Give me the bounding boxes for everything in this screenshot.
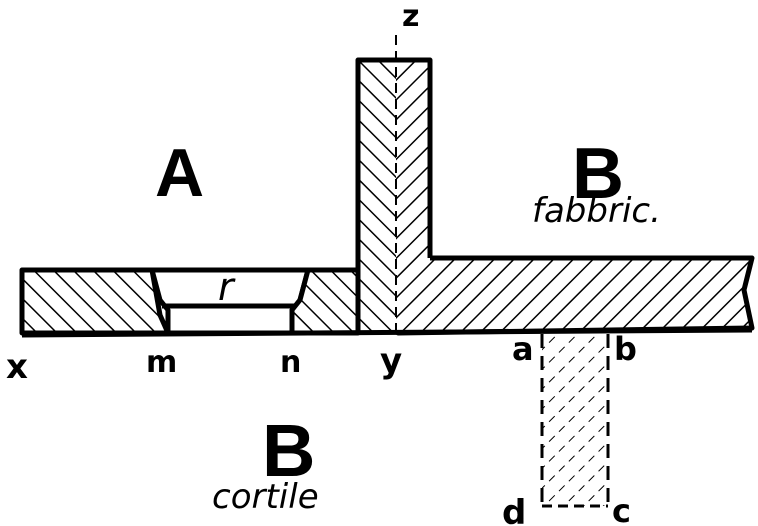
label-d: d — [502, 493, 526, 526]
label-fabbric: fabbric. — [532, 191, 661, 231]
label-region-b-bottom: B — [262, 409, 315, 492]
vertical-wall-left-half — [358, 60, 396, 333]
wall-baseline — [21, 327, 753, 338]
label-y: y — [380, 341, 402, 381]
label-b: b — [614, 330, 637, 368]
label-region-a: A — [155, 135, 204, 211]
label-x: x — [6, 347, 28, 387]
label-a: a — [512, 330, 534, 368]
wall-segment-left — [19, 267, 171, 336]
label-region-b-top: B — [572, 134, 624, 214]
label-r: r — [218, 265, 236, 309]
projected-wall-abcd — [542, 334, 608, 506]
label-m: m — [146, 345, 177, 380]
label-c: c — [612, 492, 631, 526]
label-cortile: cortile — [212, 477, 319, 517]
label-n: n — [280, 345, 301, 380]
wall-segment-right — [395, 255, 755, 336]
vertical-wall-outline — [355, 57, 433, 333]
label-z: z — [402, 0, 419, 34]
vertical-wall-right-half — [396, 60, 430, 333]
